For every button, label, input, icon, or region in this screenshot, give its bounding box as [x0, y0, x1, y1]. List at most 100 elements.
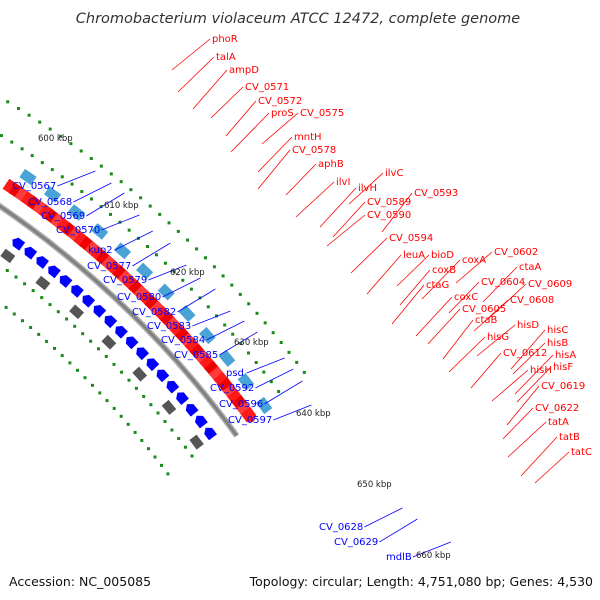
tick-dot [104, 355, 108, 358]
reverse-leader-line [264, 380, 303, 405]
forward-gene-label: ampD [229, 65, 259, 76]
tick-dot [81, 332, 85, 336]
tick-dot-layer [0, 100, 306, 476]
tick-dot [60, 175, 64, 179]
reverse-gene-label: CV_0568 [28, 197, 72, 208]
forward-leader-line [506, 385, 540, 426]
forward-leader-line [366, 254, 402, 295]
forward-gene-domain [136, 262, 154, 280]
tick-dot [177, 437, 181, 440]
forward-gene-label: CV_0619 [541, 381, 585, 392]
forward-gene-label: coxA [462, 255, 486, 266]
tick-dot [90, 197, 93, 201]
reverse-gene-arrow [93, 305, 107, 318]
tick-dot [195, 247, 199, 251]
backbone-layer [0, 202, 240, 438]
reverse-leader-line [192, 310, 231, 327]
tick-dot [5, 269, 9, 272]
forward-gene-label: tatC [571, 447, 592, 458]
reverse-gene-label: CV_0592 [210, 383, 254, 394]
reverse-gene-arrow [185, 404, 199, 417]
tick-dot [127, 378, 131, 382]
forward-gene-domain [67, 204, 85, 221]
forward-gene-label: CV_0590 [367, 210, 411, 221]
tick-dot [23, 282, 27, 286]
reverse-gene-label: CV_0570 [56, 225, 100, 236]
accession-text: Accession: NC_005085 [9, 574, 151, 589]
tick-dot [119, 180, 123, 184]
tick-dot [118, 220, 122, 224]
forward-gene-domain [91, 223, 109, 240]
reverse-leader-line [273, 404, 312, 421]
forward-gene-label: ctaA [519, 262, 542, 273]
tick-dot [254, 361, 258, 364]
forward-gene-label: CV_0589 [367, 197, 411, 208]
tick-dot [206, 305, 210, 309]
tick-label: 630 kbp [234, 338, 269, 348]
tick-dot [70, 182, 74, 186]
forward-leader-line [348, 172, 384, 205]
forward-leader-line [421, 259, 461, 300]
reverse-gene-arrow [24, 246, 38, 260]
forward-leader-line [230, 112, 270, 153]
forward-leader-line [171, 38, 211, 71]
tick-dot [20, 147, 24, 151]
forward-leader-line [257, 149, 291, 190]
forward-leader-line [285, 163, 317, 196]
forward-leader-line [512, 342, 546, 375]
tick-dot [221, 274, 225, 278]
reverse-gene-domain [35, 275, 51, 291]
tick-label: 610 kbp [104, 201, 139, 211]
tick-dot [0, 134, 3, 138]
tick-dot [29, 326, 33, 329]
forward-leader-line [332, 201, 366, 238]
forward-gene-label: proS [271, 108, 294, 119]
forward-gene-label: CV_0572 [258, 96, 302, 107]
tick-dot [89, 339, 93, 343]
tick-dot [65, 317, 69, 321]
tick-dot [105, 399, 109, 403]
reverse-leader-line [114, 230, 153, 251]
tick-dot [59, 134, 63, 138]
forward-leader-line [391, 284, 425, 325]
forward-gene-label: ctaG [426, 280, 449, 291]
reverse-gene-label: CV_0597 [228, 415, 272, 426]
forward-leader-line [326, 214, 366, 247]
forward-leader-line [482, 266, 518, 303]
tick-dot [83, 376, 87, 380]
forward-leader-line [502, 407, 534, 440]
forward-leader-line [399, 269, 431, 306]
tick-dot [37, 332, 41, 336]
leader-line-layer [57, 38, 570, 558]
tick-dot [176, 229, 180, 233]
genome-summary-text: Topology: circular; Length: 4,751,080 bp… [249, 574, 593, 589]
reverse-gene-arrow [82, 294, 96, 308]
reverse-gene-arrow [115, 325, 128, 339]
tick-dot [6, 100, 10, 104]
forward-gene-label: talA [216, 52, 236, 63]
forward-leader-line [257, 136, 293, 173]
forward-leader-line [476, 324, 516, 357]
forward-leader-line [177, 56, 215, 93]
tick-dot [50, 168, 54, 172]
reverse-gene-label: CV_0569 [41, 211, 85, 222]
tick-label: 600 kbp [38, 134, 73, 144]
tick-dot [17, 107, 20, 110]
tick-label: 650 kbp [357, 480, 392, 490]
tick-dot [97, 347, 100, 351]
reverse-gene-arrow [204, 427, 217, 441]
forward-gene-domain [43, 186, 62, 203]
forward-leader-line [396, 254, 430, 287]
tick-dot [21, 319, 24, 323]
tick-dot [112, 362, 116, 366]
tick-dot [198, 296, 202, 300]
tick-dot [212, 265, 216, 269]
forward-leader-line [210, 86, 244, 119]
forward-gene-domain [19, 168, 37, 186]
tick-dot [156, 411, 160, 415]
tick-dot [89, 157, 93, 160]
reverse-gene-arrow [12, 237, 26, 251]
forward-leader-line [381, 192, 413, 233]
forward-gene-domain [255, 396, 273, 415]
